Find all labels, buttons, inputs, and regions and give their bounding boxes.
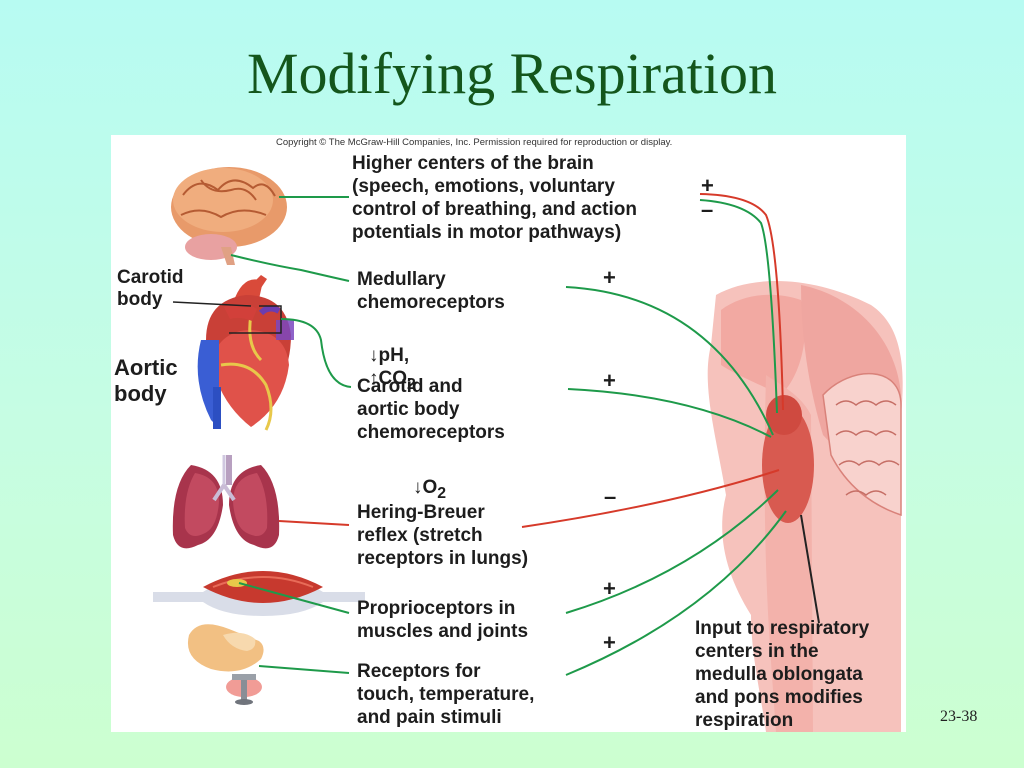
down-arrow-o2: ↓ [413, 477, 423, 498]
label-aortic-body: Aortic body [114, 355, 178, 406]
sign-hering: – [604, 484, 617, 509]
copyright-notice: Copyright © The McGraw-Hill Companies, I… [276, 137, 673, 148]
sign-brain-plus: + [701, 173, 714, 198]
brain-illustration [171, 167, 287, 265]
slide-number: 23-38 [940, 708, 978, 725]
label-medullary-chemoreceptors: Medullary chemoreceptors [357, 269, 505, 313]
label-higher-centers: Higher centers of the brain (speech, emo… [352, 153, 637, 243]
sign-brain-minus: – [701, 197, 714, 222]
heart-illustration [197, 275, 294, 431]
label-carotid-aortic-chemoreceptors: Carotid and aortic body chemoreceptors [357, 376, 505, 443]
sign-receptors: + [603, 630, 616, 655]
lungs-illustration [172, 455, 280, 549]
label-medullary-stimuli: ↓pH, ↑CO2 [369, 321, 416, 396]
label-input-respiratory-centers: Input to respiratory centers in the medu… [695, 618, 870, 731]
label-o2: ↓O2 [413, 453, 446, 505]
brainstem-illustration [707, 281, 903, 732]
respiration-figure: Copyright © The McGraw-Hill Companies, I… [111, 135, 906, 732]
label-proprioceptors: Proprioceptors in muscles and joints [357, 598, 529, 642]
co2-label: CO [378, 368, 408, 389]
up-arrow-co2: ↑ [369, 368, 379, 389]
finger-pain-illustration [187, 624, 264, 705]
sign-carotid: + [603, 368, 616, 393]
connector-lines [230, 193, 820, 676]
ph-label: pH, [378, 345, 410, 366]
down-arrow-ph: ↓ [369, 345, 379, 366]
label-carotid-body: Carotid body [117, 267, 184, 310]
co2-subscript: 2 [407, 375, 416, 393]
illustration-layer [153, 167, 903, 732]
muscle-illustration [153, 571, 365, 616]
sign-medullary: + [603, 265, 616, 290]
o2-label: O [422, 477, 438, 498]
o2-subscript: 2 [437, 484, 447, 502]
label-hering-breuer: Hering-Breuer reflex (stretch receptors … [357, 502, 529, 569]
sign-proprio: + [603, 576, 616, 601]
label-receptors: Receptors for touch, temperature, and pa… [357, 661, 535, 728]
slide-title: Modifying Respiration [246, 41, 777, 106]
